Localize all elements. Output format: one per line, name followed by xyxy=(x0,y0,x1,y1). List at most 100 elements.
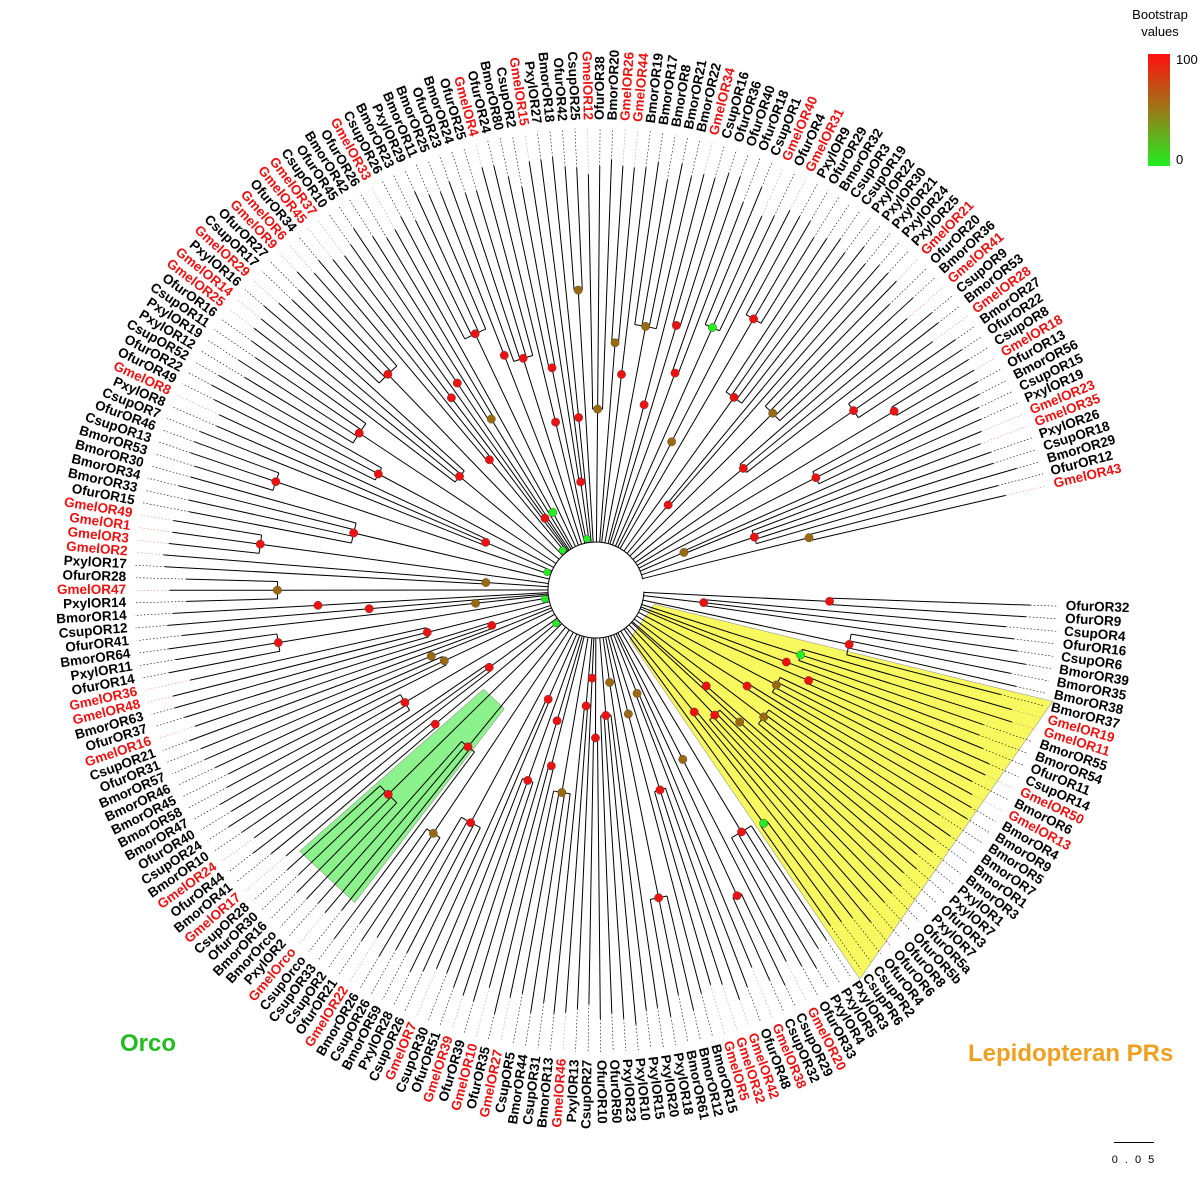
leaf-branch xyxy=(218,375,382,469)
leaf-label: PxylOR14 xyxy=(63,595,127,612)
leaf-connector xyxy=(451,151,466,194)
leaf-connector xyxy=(512,993,523,1045)
branch-line xyxy=(489,459,566,554)
leaf-branch xyxy=(167,608,370,626)
leaf-connector xyxy=(784,984,796,1007)
leaf-label: OfurOR38 xyxy=(592,56,608,120)
leaf-connector xyxy=(815,967,829,990)
bootstrap-node xyxy=(699,598,709,608)
leaf-connector xyxy=(475,143,483,168)
leaf-connector xyxy=(439,155,450,183)
leaf-connector xyxy=(1017,650,1054,657)
leaf-connector xyxy=(298,912,326,945)
leaf-branch xyxy=(745,687,940,816)
leaf-branch xyxy=(168,650,280,674)
leaf-connector xyxy=(214,329,256,358)
leaf-connector xyxy=(1025,663,1052,669)
leaf-connector xyxy=(1016,461,1040,469)
branch-line xyxy=(617,441,673,548)
leaf-branch xyxy=(494,766,555,1014)
leaf-connector xyxy=(867,900,901,938)
bootstrap-node xyxy=(518,353,528,363)
leaf-connector xyxy=(135,552,164,556)
branch-line xyxy=(317,592,549,606)
legend-title-line1: Bootstrap xyxy=(1132,7,1188,22)
leaf-connector xyxy=(657,1007,664,1048)
leaf-connector xyxy=(550,1013,555,1050)
leaf-branch xyxy=(597,165,601,410)
bootstrap-node xyxy=(670,368,680,378)
leaf-connector xyxy=(700,993,713,1038)
branch-line xyxy=(470,632,574,823)
bootstrap-node xyxy=(749,532,759,542)
leaf-connector xyxy=(562,129,566,167)
bootstrap-node xyxy=(587,673,597,683)
leaf-connector xyxy=(739,153,749,178)
leaf-connector xyxy=(1010,673,1049,682)
leaf-branch xyxy=(255,357,362,431)
branch-line xyxy=(459,476,560,560)
leaf-connector xyxy=(415,164,430,196)
leaf-connector xyxy=(973,357,996,371)
branch-line xyxy=(602,637,611,683)
branch-line xyxy=(642,537,810,580)
leaf-connector xyxy=(147,477,180,487)
leaf-branch xyxy=(353,228,458,384)
leaf-connector xyxy=(931,295,953,314)
leaf-branch xyxy=(287,785,381,870)
leaf-connector xyxy=(487,140,495,166)
leaf-branch xyxy=(679,173,730,327)
leaf-branch xyxy=(414,191,480,333)
leaf-branch xyxy=(278,302,465,472)
leaf-branch xyxy=(719,216,775,332)
leaf-branch xyxy=(666,895,694,1011)
leaf-connector xyxy=(889,267,928,305)
leaf-connector xyxy=(786,961,807,1002)
branch-line xyxy=(619,318,754,549)
leaf-connector xyxy=(404,169,416,192)
bootstrap-node xyxy=(551,417,560,427)
leaf-branch xyxy=(446,778,524,973)
bootstrap-node xyxy=(383,789,393,799)
leaf-connector xyxy=(262,874,299,910)
leaf-branch xyxy=(896,369,975,416)
leaf-branch xyxy=(798,660,984,726)
bootstrap-node xyxy=(255,539,265,549)
leaf-branch xyxy=(440,192,505,356)
branch-line xyxy=(561,637,589,793)
orco-clade-label: Orco xyxy=(120,1030,177,1057)
leaf-branch xyxy=(464,193,521,360)
branch-line xyxy=(643,591,830,602)
leaf-connector xyxy=(270,261,300,291)
leaf-connector xyxy=(799,184,818,217)
branch-line xyxy=(585,637,593,706)
leaf-branch xyxy=(654,791,712,985)
leaf-connector xyxy=(611,128,613,160)
leaf-connector xyxy=(635,1024,639,1051)
leaf-label: OfurOR42 xyxy=(551,57,571,122)
bootstrap-node xyxy=(701,681,711,691)
pheromone-receptor-clade-label: Lepidopteran PRs xyxy=(968,1040,1174,1067)
leaf-branch xyxy=(750,825,827,941)
leaf-branch xyxy=(462,782,534,996)
leaf-branch xyxy=(853,339,956,412)
branch-line xyxy=(623,397,735,552)
leaf-label: PxylOR23 xyxy=(620,1058,639,1122)
leaf-branch xyxy=(596,737,601,1020)
leaf-connector xyxy=(773,172,796,217)
leaf-label: OfurOR32 xyxy=(1065,598,1129,615)
leaf-branch xyxy=(703,599,1007,628)
leaf-branch xyxy=(168,633,278,650)
leaf-branch xyxy=(766,820,842,922)
leaf-connector xyxy=(144,679,191,691)
legend-min-label: 0 xyxy=(1176,152,1184,167)
leaf-branch xyxy=(725,238,828,393)
leaf-connector xyxy=(370,186,396,230)
leaf-connector xyxy=(966,818,990,833)
leaf-branch xyxy=(741,246,865,404)
branch-line xyxy=(434,620,560,725)
leaf-branch xyxy=(777,682,972,782)
leaf-branch xyxy=(716,713,892,894)
leaf-connector xyxy=(253,869,288,901)
